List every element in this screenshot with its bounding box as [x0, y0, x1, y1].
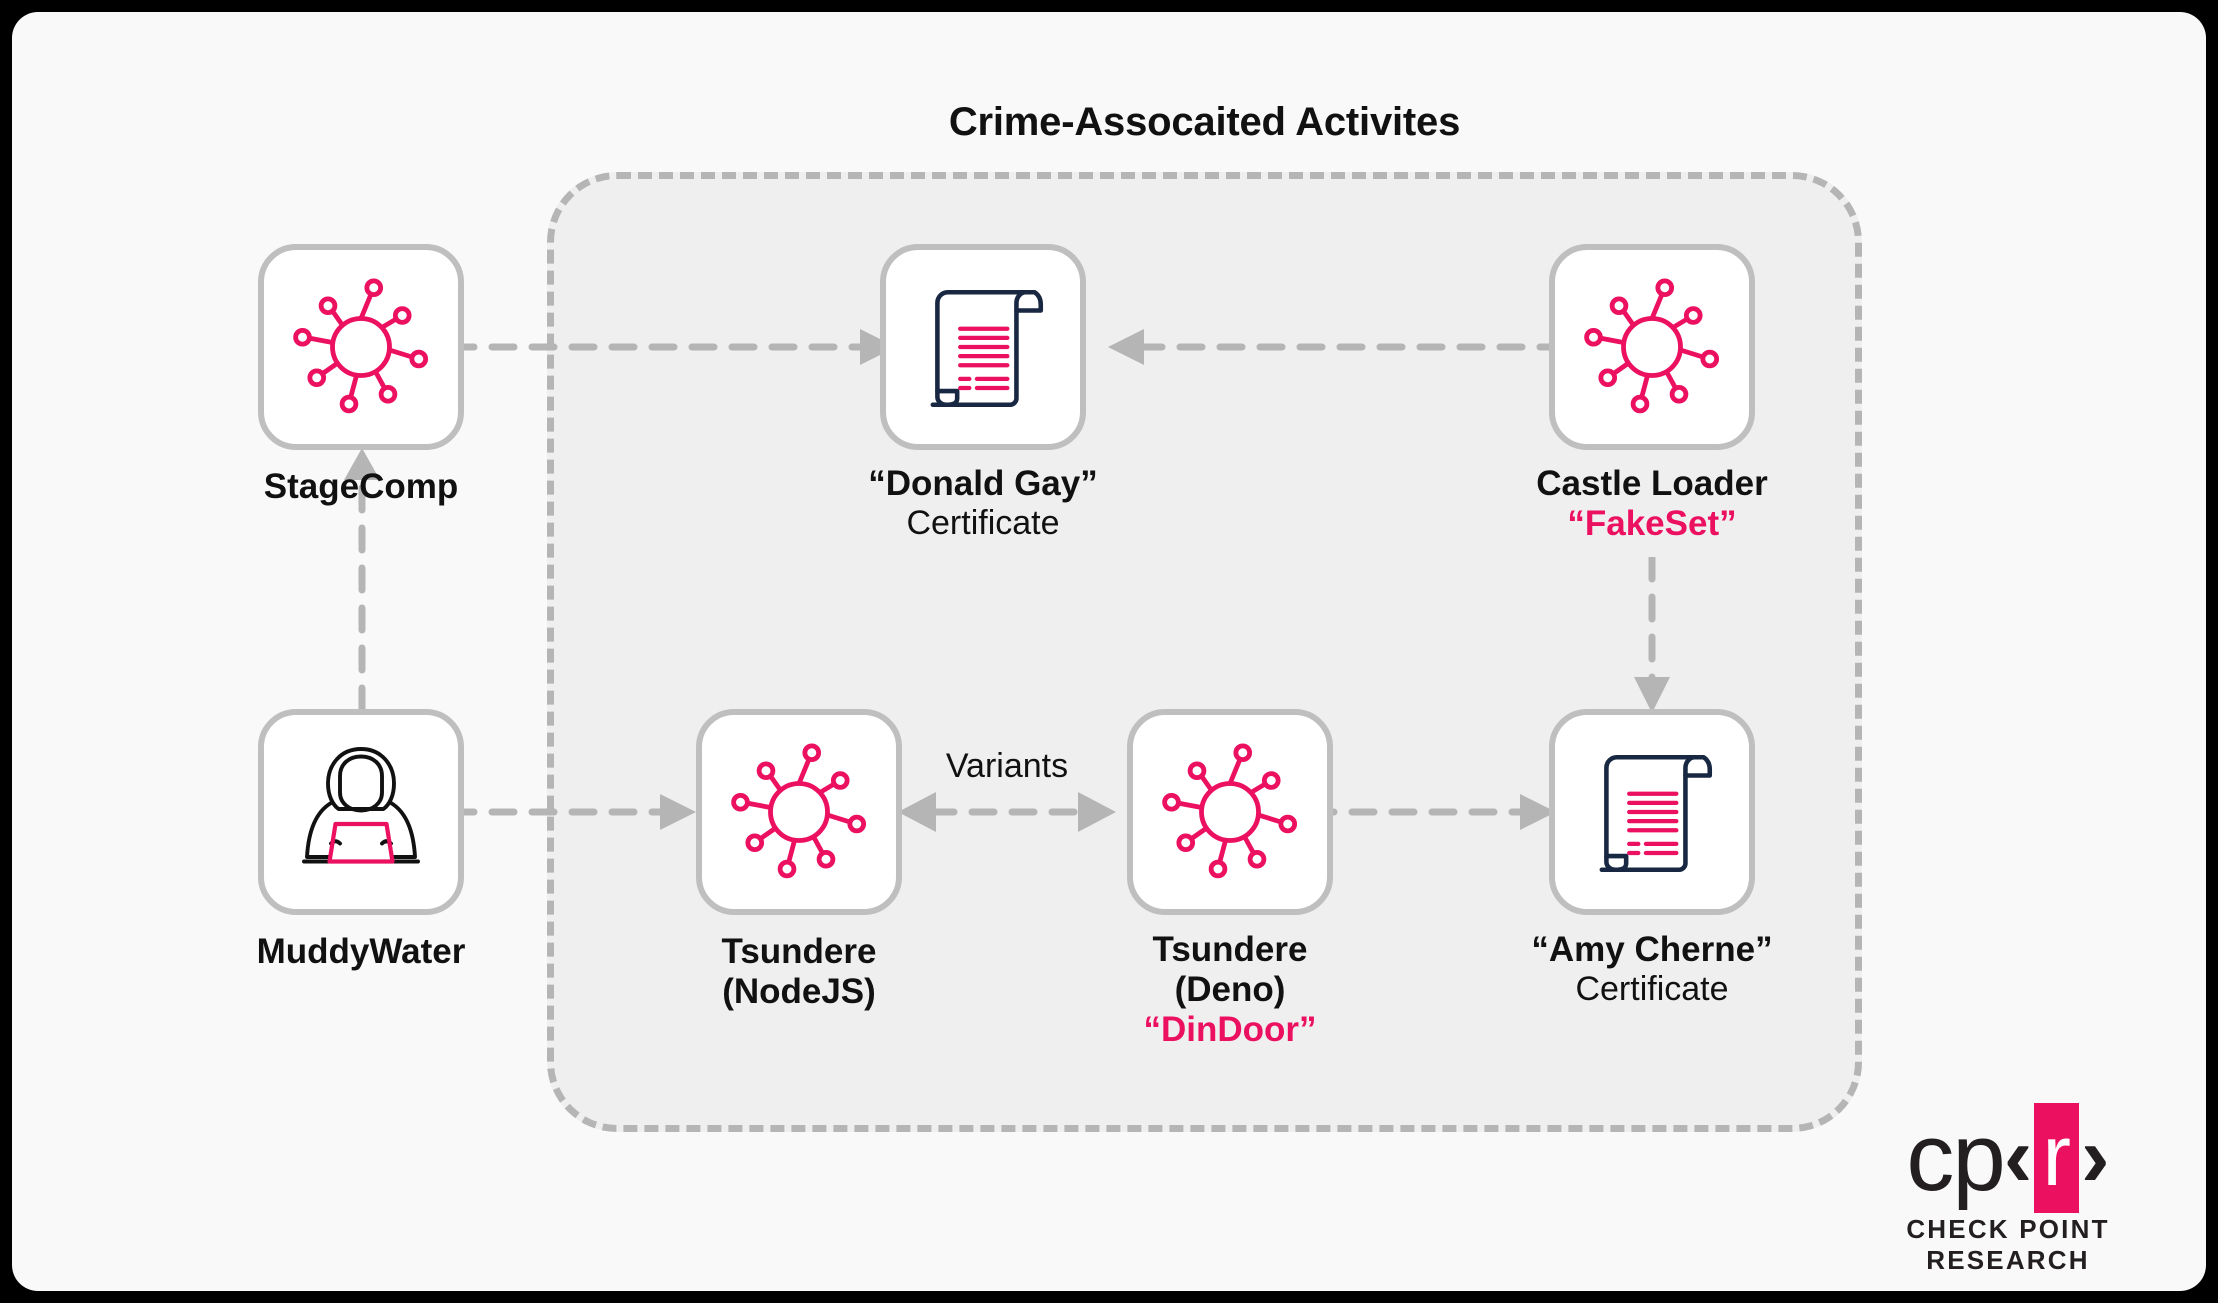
cpr-logo-r: r — [2034, 1103, 2080, 1213]
edge-tsundere-deno-to-amy-cherne — [1312, 794, 1556, 830]
node-label-tsundere-deno-secondary: (Deno) — [1174, 969, 1286, 1009]
node-label-castle-loader: Castle Loader “FakeSet” — [1452, 464, 1852, 544]
cpr-logo-tagline: CHECK POINT RESEARCH — [1906, 1214, 2110, 1275]
hacker-hoodie-laptop-icon — [286, 737, 436, 887]
edge-stagecomp-to-donald-gay — [452, 329, 896, 365]
node-label-tsundere-deno: Tsundere (Deno) “DinDoor” — [1030, 930, 1430, 1050]
cpr-logo-angle-open: ‹ — [2003, 1109, 2033, 1206]
cpr-logo-cp: cp — [1906, 1103, 2005, 1211]
edge-muddywater-to-tsundere-nodejs — [452, 794, 696, 830]
edge-label-variants: Variants — [945, 747, 1069, 785]
node-stagecomp[interactable] — [258, 244, 464, 450]
edge-tsundere-variants — [898, 792, 1116, 832]
virus-icon — [1577, 272, 1727, 422]
diagram-canvas: Crime-Assocaited Activites Variants — [12, 12, 2206, 1291]
node-label-muddywater: MuddyWater — [256, 932, 466, 971]
virus-icon — [724, 737, 874, 887]
certificate-scroll-icon — [907, 271, 1059, 423]
node-label-amy-cherne-secondary: Certificate — [1575, 969, 1729, 1008]
node-label-tsundere-deno-alias: “DinDoor” — [1143, 1009, 1317, 1049]
node-label-amy-cherne-primary: “Amy Cherne” — [1531, 930, 1773, 969]
cpr-logo: cp ‹ r › CHECK POINT RESEARCH — [1858, 1103, 2158, 1276]
node-label-castle-loader-primary: Castle Loader — [1536, 464, 1768, 503]
node-label-castle-loader-alias: “FakeSet” — [1567, 503, 1737, 543]
certificate-scroll-icon — [1576, 736, 1728, 888]
node-label-tsundere-nodejs: Tsundere (NodeJS) — [599, 932, 999, 1012]
node-label-donald-gay: “Donald Gay” Certificate — [783, 464, 1183, 543]
node-label-tsundere-deno-primary: Tsundere — [1152, 930, 1308, 969]
node-tsundere-nodejs[interactable] — [696, 709, 902, 915]
node-label-donald-gay-primary: “Donald Gay” — [868, 464, 1098, 503]
node-muddywater[interactable] — [258, 709, 464, 915]
node-label-donald-gay-secondary: Certificate — [906, 503, 1060, 542]
node-castle-loader[interactable] — [1549, 244, 1755, 450]
virus-icon — [1155, 737, 1305, 887]
node-label-tsundere-nodejs-secondary: (NodeJS) — [722, 971, 876, 1011]
cpr-logo-angle-close: › — [2081, 1109, 2110, 1206]
edge-castle-loader-to-amy-cherne — [1634, 557, 1670, 713]
virus-icon — [286, 272, 436, 422]
node-tsundere-deno[interactable] — [1127, 709, 1333, 915]
edge-castle-loader-to-donald-gay — [1108, 329, 1552, 365]
cpr-logo-mark: cp ‹ r › — [1858, 1103, 2158, 1213]
node-amy-cherne-certificate[interactable] — [1549, 709, 1755, 915]
page-title: Crime-Assocaited Activites — [948, 100, 1461, 144]
node-label-stagecomp: StageComp — [263, 467, 459, 506]
node-label-amy-cherne: “Amy Cherne” Certificate — [1452, 930, 1852, 1009]
edge-muddywater-to-stagecomp — [344, 448, 380, 712]
node-label-tsundere-nodejs-primary: Tsundere — [721, 932, 877, 971]
node-donald-gay-certificate[interactable] — [880, 244, 1086, 450]
